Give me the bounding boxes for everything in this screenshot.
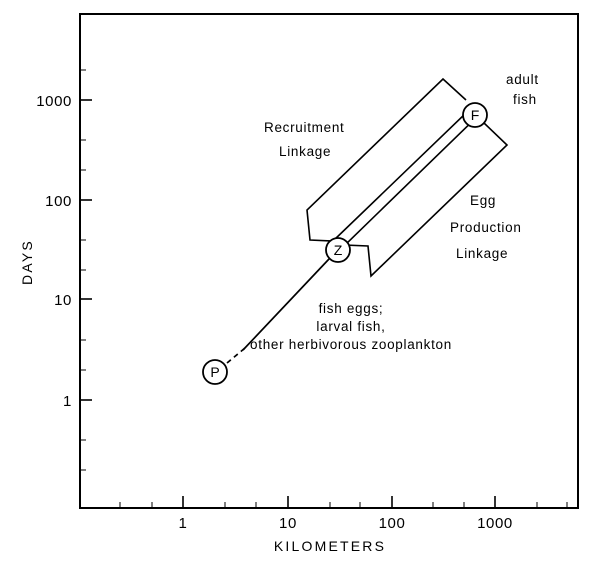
egg-production-ribbon-outline: [343, 109, 509, 278]
y-axis-tick-labels: 1000 100 10 1: [36, 93, 72, 410]
x-axis-tick-labels: 1 10 100 1000: [179, 515, 513, 532]
adult-fish-line-1: adult: [506, 72, 539, 87]
x-axis-minor-ticks: [119, 502, 568, 508]
y-tick-label-10: 10: [54, 292, 72, 309]
annotation-egg-production-linkage: Egg Production Linkage: [450, 193, 522, 261]
egg-production-line-1: Egg: [470, 193, 496, 208]
node-f-circle[interactable]: [462, 102, 488, 128]
zooplankton-line-3: other herbivorous zooplankton: [250, 337, 452, 352]
y-tick-label-1000: 1000: [36, 93, 72, 110]
adult-fish-line-2: fish: [513, 92, 537, 107]
x-tick-label-1: 1: [179, 515, 188, 532]
recruitment-linkage-ribbon: [306, 77, 467, 242]
x-axis-title: KILOMETERS: [274, 538, 386, 554]
egg-production-line-2: Production: [450, 220, 522, 235]
egg-production-linkage-ribbon: [343, 109, 509, 278]
recruitment-linkage-line-2: Linkage: [279, 144, 331, 159]
y-axis-minor-ticks: [80, 69, 86, 471]
y-tick-label-100: 100: [45, 193, 72, 210]
annotation-zooplankton-group: fish eggs; larval fish, other herbivorou…: [250, 301, 452, 352]
node-p[interactable]: P: [202, 359, 228, 385]
p-z-solid-segment: [242, 258, 330, 351]
zooplankton-line-2: larval fish,: [316, 319, 385, 334]
y-tick-label-1: 1: [63, 393, 72, 410]
p-to-z-link: [226, 258, 330, 364]
zooplankton-line-1: fish eggs;: [319, 301, 384, 316]
node-f-label: F: [471, 107, 480, 123]
node-z-label: Z: [334, 242, 343, 258]
node-p-circle[interactable]: [202, 359, 228, 385]
y-axis-title: DAYS: [19, 239, 35, 285]
node-p-label: P: [210, 364, 219, 380]
annotation-adult-fish: adult fish: [506, 72, 539, 107]
x-tick-label-1000: 1000: [477, 515, 513, 532]
plot-frame: [79, 13, 579, 509]
annotation-recruitment-linkage: Recruitment Linkage: [264, 120, 344, 159]
node-f[interactable]: F: [462, 102, 488, 128]
node-z-circle[interactable]: [325, 237, 351, 263]
x-axis-major-ticks: [182, 496, 496, 508]
y-axis-major-ticks: [80, 99, 92, 401]
recruitment-linkage-line-1: Recruitment: [264, 120, 344, 135]
node-z[interactable]: Z: [325, 237, 351, 263]
recruitment-ribbon-outline: [306, 77, 467, 242]
frame-rectangle: [79, 13, 579, 509]
x-tick-label-100: 100: [379, 515, 406, 532]
egg-production-line-3: Linkage: [456, 246, 508, 261]
p-z-dashed-segment: [226, 347, 246, 364]
x-tick-label-10: 10: [279, 515, 297, 532]
